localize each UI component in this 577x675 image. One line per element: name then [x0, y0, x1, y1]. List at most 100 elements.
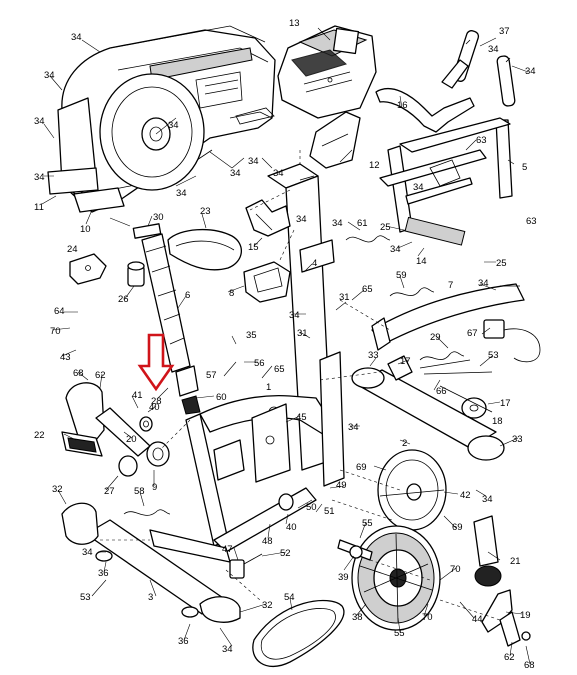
- part-crank-arm-right: [499, 611, 531, 647]
- callout-label: 22: [34, 430, 45, 441]
- callout-label: 50: [306, 502, 317, 513]
- callout-label: 66: [436, 386, 447, 397]
- callout-label: 4: [312, 258, 317, 269]
- part-side-shroud-11: [47, 97, 275, 213]
- callout-label: 13: [289, 18, 300, 29]
- callout-label: 8: [229, 288, 234, 299]
- callout-label: 58: [134, 486, 145, 497]
- callout-label: 21: [510, 556, 521, 567]
- part-belt-54: [252, 599, 345, 668]
- callout-label: 34: [413, 182, 424, 193]
- callout-label: 34: [168, 120, 179, 131]
- callout-label: 9: [152, 482, 157, 493]
- part-handle-bracket-15: [245, 199, 291, 237]
- part-brake-arm-19: [481, 589, 513, 633]
- callout-label: 69: [356, 462, 367, 473]
- callout-label: 68: [73, 368, 84, 379]
- callout-label: 53: [488, 350, 499, 361]
- callout-label: 65: [362, 284, 373, 295]
- callout-label: 5: [522, 162, 527, 173]
- callout-label: 40: [286, 522, 297, 533]
- callout-label: 14: [416, 256, 427, 267]
- callout-label: 67: [467, 328, 478, 339]
- part-idler-17: [419, 359, 493, 419]
- callout-label: 60: [216, 392, 227, 403]
- callout-label: 20: [126, 434, 137, 445]
- callout-label: 34: [296, 214, 307, 225]
- part-rear-stabilizer-3: [61, 502, 241, 623]
- callout-label: 34: [482, 494, 493, 505]
- part-flywheel-38: [351, 525, 441, 631]
- callout-label: 15: [248, 242, 259, 253]
- part-seat-23: [167, 228, 242, 271]
- callout-label: 70: [450, 564, 461, 575]
- callout-label: 34: [273, 168, 284, 179]
- callout-label: 56: [254, 358, 265, 369]
- callout-label: 49: [336, 480, 347, 491]
- part-pedal-strap-68: [65, 382, 105, 441]
- callout-label: 34: [34, 172, 45, 183]
- part-sensor-47: [229, 553, 263, 579]
- callout-label: 34: [222, 644, 233, 655]
- callout-label: 43: [60, 352, 71, 363]
- part-seat-carriage-8: [243, 261, 291, 303]
- callout-label: 16: [397, 100, 408, 111]
- part-spacer-9: [146, 441, 170, 467]
- callout-label: 2: [402, 438, 407, 449]
- callout-label: 32: [262, 600, 273, 611]
- part-console-bracket-12: [309, 111, 361, 169]
- callout-label: 55: [362, 518, 373, 529]
- callout-label: 51: [324, 506, 335, 517]
- callout-label: 36: [178, 636, 189, 647]
- callout-label: 28: [151, 396, 162, 407]
- callout-label: 63: [476, 135, 487, 146]
- callout-label: 23: [200, 206, 211, 217]
- callout-label: 63: [526, 216, 537, 227]
- callout-label: 34: [176, 188, 187, 199]
- callout-label: 68: [524, 660, 535, 671]
- callout-label: 18: [492, 416, 503, 427]
- callout-label: 34: [248, 156, 259, 167]
- part-wire-61: [345, 235, 391, 243]
- callout-label: 3: [148, 592, 153, 603]
- part-front-stabilizer-2: [351, 355, 505, 461]
- callout-label: 42: [460, 490, 471, 501]
- callout-label: 47: [222, 544, 233, 555]
- part-magnet-brake-21: [473, 515, 502, 587]
- part-crank-bracket-45: [251, 403, 291, 483]
- callout-label: 11: [34, 202, 44, 213]
- callout-label: 34: [44, 70, 55, 81]
- part-upright-tube-4: [267, 163, 335, 471]
- callout-label: 17: [400, 356, 411, 367]
- part-clamp-28: [175, 365, 201, 415]
- callout-label: 17: [500, 398, 511, 409]
- callout-label: 53: [80, 592, 91, 603]
- callout-label: 31: [297, 328, 308, 339]
- callout-label: 29: [430, 332, 441, 343]
- callout-label: 25: [496, 258, 507, 269]
- callout-label: 37: [499, 26, 510, 37]
- part-upright-5: [379, 117, 511, 246]
- callout-label: 34: [71, 32, 82, 43]
- callout-label: 26: [118, 294, 129, 305]
- callout-label: 54: [284, 592, 295, 603]
- callout-label: 55: [394, 628, 405, 639]
- callout-label: 34: [525, 66, 536, 77]
- callout-label: 34: [390, 244, 401, 255]
- callout-label: 70: [50, 326, 61, 337]
- callout-label: 34: [34, 116, 45, 127]
- callout-label: 40: [149, 402, 160, 413]
- callout-label: 33: [368, 350, 379, 361]
- leader-lines: [41, 27, 531, 665]
- callout-labels: 34 34 34 34 11 10 34 34 34 13 37 34 34 1…: [34, 18, 537, 671]
- callout-label: 36: [98, 568, 109, 579]
- callout-label: 48: [262, 536, 273, 547]
- callout-label: 33: [512, 434, 523, 445]
- callout-label: 35: [246, 330, 257, 341]
- callout-label: 62: [504, 652, 515, 663]
- part-knob-26: [127, 261, 145, 287]
- part-seat-bracket-24: [69, 253, 107, 285]
- callout-label: 34: [348, 422, 359, 433]
- callout-label: 64: [54, 306, 65, 317]
